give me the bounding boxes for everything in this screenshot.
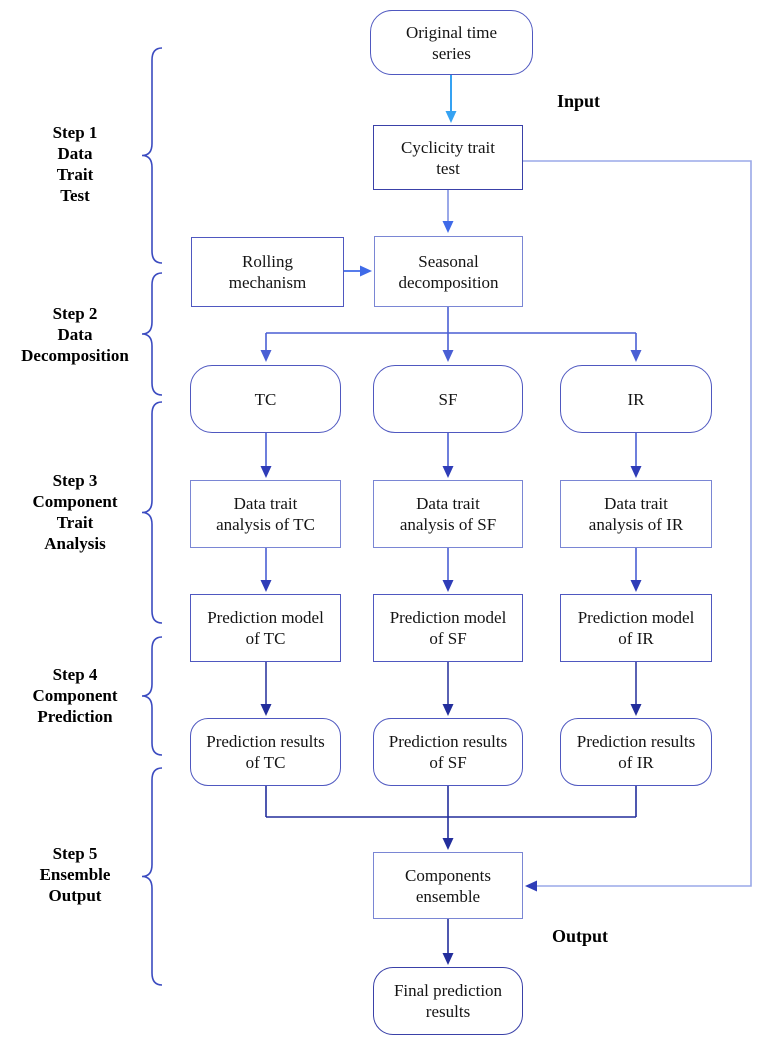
arrowhead-ensemble-final — [442, 953, 454, 965]
node-results-sf: Prediction results of SF — [373, 718, 523, 786]
step-1-label: Step 1 Data Trait Test — [52, 123, 98, 205]
node-rolling-mechanism: Rolling mechanism — [191, 237, 344, 307]
arrowhead-branch-tc — [260, 350, 272, 362]
connector-model-results — [265, 662, 637, 705]
node-model-sf: Prediction model of SF — [373, 594, 523, 662]
node-analysis-ir: Data trait analysis of IR — [560, 480, 712, 548]
arrowhead-original-cyclicity — [445, 111, 457, 123]
arrowhead-results-ir — [630, 704, 642, 716]
brace-step-4 — [141, 636, 163, 756]
node-ir: IR — [560, 365, 712, 433]
arrowhead-cyclicity-seasonal — [442, 221, 454, 233]
node-model-ir: Prediction model of IR — [560, 594, 712, 662]
connector-components-analysis — [265, 433, 637, 467]
arrowhead-analysis-sf — [442, 466, 454, 478]
brace-step-2 — [141, 272, 163, 396]
connector-results-merge — [265, 786, 637, 839]
connector-seasonal-branch — [265, 307, 637, 351]
brace-step-5 — [141, 767, 163, 986]
arrowhead-results-sf — [442, 704, 454, 716]
node-results-tc: Prediction results of TC — [190, 718, 341, 786]
node-cyclicity-trait-test: Cyclicity trait test — [373, 125, 523, 190]
step-3-label: Step 3 Component Trait Analysis — [32, 471, 118, 553]
node-analysis-sf: Data trait analysis of SF — [373, 480, 523, 548]
arrowhead-model-sf — [442, 580, 454, 592]
arrowhead-branch-ir — [630, 350, 642, 362]
node-components-ensemble: Components ensemble — [373, 852, 523, 919]
node-sf: SF — [373, 365, 523, 433]
node-results-ir: Prediction results of IR — [560, 718, 712, 786]
arrowhead-model-tc — [260, 580, 272, 592]
step-5-label: Step 5 Ensemble Output — [39, 844, 111, 905]
brace-step-1 — [141, 47, 163, 264]
brace-step-3 — [141, 401, 163, 624]
arrowhead-merge-ensemble — [442, 838, 454, 850]
arrowhead-branch-sf — [442, 350, 454, 362]
arrowhead-analysis-ir — [630, 466, 642, 478]
arrowhead-rolling-seasonal — [360, 265, 372, 277]
step-2-label: Step 2 Data Decomposition — [21, 304, 129, 365]
node-original-time-series: Original time series — [370, 10, 533, 75]
node-model-tc: Prediction model of TC — [190, 594, 341, 662]
node-analysis-tc: Data trait analysis of TC — [190, 480, 341, 548]
connector-analysis-model — [265, 548, 637, 581]
arrowhead-model-ir — [630, 580, 642, 592]
step-4-label: Step 4 Component Prediction — [32, 665, 118, 726]
connector-cyclicity-ensemble — [523, 160, 752, 887]
output-label: Output — [552, 926, 609, 946]
arrowhead-cyclicity-ensemble — [525, 880, 537, 892]
node-seasonal-decomposition: Seasonal decomposition — [374, 236, 523, 307]
node-final-prediction-results: Final prediction results — [373, 967, 523, 1035]
arrowhead-results-tc — [260, 704, 272, 716]
input-label: Input — [557, 91, 601, 111]
node-tc: TC — [190, 365, 341, 433]
arrowhead-analysis-tc — [260, 466, 272, 478]
